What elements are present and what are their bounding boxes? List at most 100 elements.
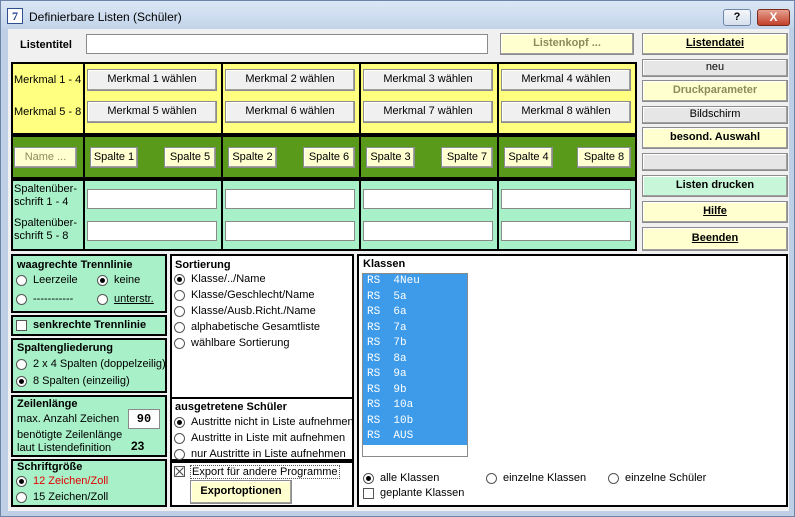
radio-12-zeichen[interactable] (16, 476, 27, 487)
klassen-list-item[interactable]: RS AUS (363, 429, 467, 445)
help-title-button[interactable]: ? (723, 9, 751, 26)
8-spalten-label: 8 Spalten (einzeilig) (33, 375, 130, 387)
spaltenueberschrift-5-8-label: Spaltenüber- schrift 5 - 8 (14, 217, 77, 242)
radio-leerzeile[interactable] (16, 275, 27, 286)
divider (359, 135, 361, 179)
divider (221, 62, 223, 135)
sort-5-label: wählbare Sortierung (191, 337, 290, 349)
merkmal-6-button[interactable]: Merkmal 6 wählen (225, 101, 355, 123)
divider (497, 62, 499, 135)
radio-sort-1[interactable] (174, 274, 185, 285)
klassen-list-item[interactable]: RS 4Neu (363, 274, 467, 290)
radio-austritt-2[interactable] (174, 433, 185, 444)
radio-einzelne-schueler[interactable] (608, 473, 619, 484)
header-field-1[interactable] (87, 189, 217, 209)
merkmal-3-button[interactable]: Merkmal 3 wählen (363, 69, 493, 91)
header-field-3[interactable] (363, 189, 493, 209)
spalte-1-button[interactable]: Spalte 1 (90, 147, 138, 168)
neu-field: neu (642, 59, 788, 77)
divider (359, 179, 361, 251)
merkmal-7-button[interactable]: Merkmal 7 wählen (363, 101, 493, 123)
max-zeichen-input[interactable]: 90 (128, 409, 160, 429)
geplante-klassen-label: geplante Klassen (380, 487, 465, 499)
radio-unterstr[interactable] (97, 294, 108, 305)
austritt-1-label: Austritte nicht in Liste aufnehmen (191, 416, 354, 428)
spalte-6-button[interactable]: Spalte 6 (303, 147, 355, 168)
radio-8-spalten[interactable] (16, 376, 27, 387)
austritt-3-label: nur Austritte in Liste aufnehmen (191, 448, 346, 460)
merkmal-5-button[interactable]: Merkmal 5 wählen (87, 101, 217, 123)
merkmal-4-button[interactable]: Merkmal 4 wählen (501, 69, 631, 91)
title-bar: 7 Definierbare Listen (Schüler) ? X (1, 1, 794, 29)
listen-drucken-button[interactable]: Listen drucken (642, 175, 788, 197)
radio-austritt-1[interactable] (174, 417, 185, 428)
benoetigt-label-1: benötigte Zeilenlänge (17, 429, 123, 441)
15-zeichen-label: 15 Zeichen/Zoll (33, 491, 109, 503)
spalte-3-button[interactable]: Spalte 3 (366, 147, 415, 168)
header-field-7[interactable] (363, 221, 493, 241)
spalte-8-button[interactable]: Spalte 8 (577, 147, 631, 168)
header-field-4[interactable] (501, 189, 631, 209)
close-button[interactable]: X (757, 9, 790, 26)
merkmal-2-button[interactable]: Merkmal 2 wählen (225, 69, 355, 91)
radio-sort-4[interactable] (174, 322, 185, 333)
klassen-list-item[interactable]: RS 10a (363, 398, 467, 414)
beenden-button[interactable]: Beenden (642, 227, 788, 251)
hilfe-button[interactable]: Hilfe (642, 201, 788, 223)
alle-klassen-label: alle Klassen (380, 472, 440, 484)
besond-auswahl-button[interactable]: besond. Auswahl (642, 127, 788, 149)
klassen-list-item[interactable]: RS 9b (363, 382, 467, 398)
radio-einzelne-klassen[interactable] (486, 473, 497, 484)
druckparameter-button[interactable]: Druckparameter (642, 80, 788, 102)
radio-sort-2[interactable] (174, 290, 185, 301)
spalte-2-button[interactable]: Spalte 2 (228, 147, 277, 168)
auswahl-status-field (642, 153, 788, 171)
spalte-4-button[interactable]: Spalte 4 (504, 147, 553, 168)
spalte-7-button[interactable]: Spalte 7 (441, 147, 493, 168)
benoetigt-value: 23 (131, 439, 145, 453)
sort-2-label: Klasse/Geschlecht/Name (191, 289, 315, 301)
header-field-6[interactable] (225, 221, 355, 241)
listendatei-button[interactable]: Listendatei (642, 33, 788, 55)
senkrecht-checkbox[interactable] (16, 320, 27, 331)
radio-alle-klassen[interactable] (363, 473, 374, 484)
merkmal-8-button[interactable]: Merkmal 8 wählen (501, 101, 631, 123)
klassen-list-item[interactable]: RS 6a (363, 305, 467, 321)
klassen-list-item[interactable]: RS 8a (363, 351, 467, 367)
header-field-2[interactable] (225, 189, 355, 209)
radio-2x4[interactable] (16, 359, 27, 370)
spaltenueberschrift-1-4-label: Spaltenüber- schrift 1 - 4 (14, 183, 77, 208)
merkmal-5-8-label: Merkmal 5 - 8 (14, 106, 82, 118)
export-checkbox[interactable] (174, 466, 185, 477)
2x4-label: 2 x 4 Spalten (doppelzeilig) (33, 358, 166, 370)
klassen-list-item[interactable]: RS 7a (363, 320, 467, 336)
merkmal-1-button[interactable]: Merkmal 1 wählen (87, 69, 217, 91)
radio-15-zeichen[interactable] (16, 492, 27, 503)
sort-4-label: alphabetische Gesamtliste (191, 321, 321, 333)
radio-dashes[interactable] (16, 294, 27, 305)
12-zeichen-label: 12 Zeichen/Zoll (33, 475, 109, 487)
geplante-klassen-checkbox[interactable] (363, 488, 374, 499)
listenkopf-button[interactable]: Listenkopf ... (500, 33, 634, 55)
header-field-8[interactable] (501, 221, 631, 241)
exportoptionen-button[interactable]: Exportoptionen (190, 480, 292, 504)
listentitel-input[interactable] (86, 34, 488, 54)
klassen-list-item[interactable]: RS 7b (363, 336, 467, 352)
radio-keine[interactable] (97, 275, 108, 286)
radio-sort-3[interactable] (174, 306, 185, 317)
radio-austritt-3[interactable] (174, 449, 185, 460)
klassen-title: Klassen (363, 258, 406, 270)
header-field-5[interactable] (87, 221, 217, 241)
spalte-5-button[interactable]: Spalte 5 (164, 147, 216, 168)
keine-label: keine (114, 274, 141, 286)
einzelne-klassen-label: einzelne Klassen (503, 472, 587, 484)
klassen-list-item[interactable]: RS 9a (363, 367, 467, 383)
max-zeichen-label: max. Anzahl Zeichen (17, 413, 120, 425)
radio-sort-5[interactable] (174, 338, 185, 349)
klassen-list-item[interactable]: RS 5a (363, 289, 467, 305)
name-button[interactable]: Name ... (14, 147, 77, 168)
gliederung-title: Spaltengliederung (17, 342, 113, 354)
klassen-list-item[interactable]: RS 10b (363, 413, 467, 429)
